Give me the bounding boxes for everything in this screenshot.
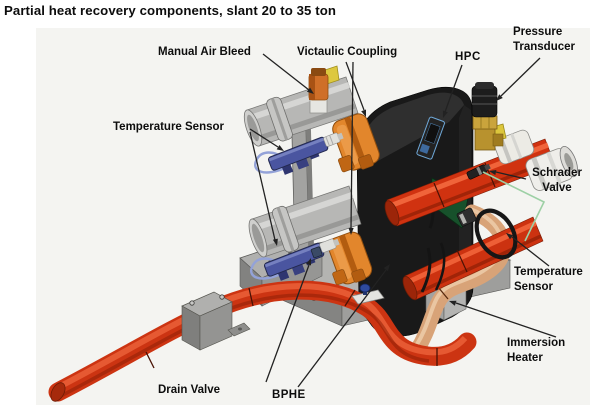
label-temperature-sensor-right: Temperature Sensor xyxy=(514,266,583,293)
copper-pipe-bottom xyxy=(48,280,477,402)
pipe-clamp xyxy=(181,291,251,351)
leader-victaulic-lower xyxy=(350,61,354,229)
gray-water-pipe-upper xyxy=(243,76,359,147)
pressure-transducer-device xyxy=(471,82,507,151)
leader-immersion-heater xyxy=(455,302,557,338)
label-victaulic-coupling: Victaulic Coupling xyxy=(297,46,398,58)
leader-schrader xyxy=(495,171,527,180)
leader-manual-air-bleed xyxy=(262,53,310,91)
label-temperature-sensor-left: Temperature Sensor xyxy=(113,121,224,133)
leader-temp-sensor-right xyxy=(511,236,550,267)
leader-temp-sensor-left-b xyxy=(249,131,276,241)
schrader-valve-stem xyxy=(466,163,491,180)
pipe-end-fitting xyxy=(525,146,578,191)
capillary-loop-upper xyxy=(254,151,288,174)
label-pressure-transducer: Pressure Transducer xyxy=(513,26,575,53)
hpc-sticker xyxy=(416,116,445,160)
leader-temp-sensor-left-a xyxy=(249,128,279,148)
gray-water-pipe-lower xyxy=(248,185,362,258)
leader-bphe xyxy=(297,269,387,388)
green-leader-line xyxy=(482,171,546,242)
label-bphe: BPHE xyxy=(272,389,306,401)
label-schrader-valve: Schrader Valve xyxy=(532,167,582,194)
temperature-sensor-probe xyxy=(456,207,518,260)
leader-pressure-transducer xyxy=(500,57,541,97)
capillary-loop-lower xyxy=(250,257,284,280)
label-hpc: HPC xyxy=(455,51,481,63)
drain-valve-fitting xyxy=(310,246,385,305)
leader-drain-valve xyxy=(265,264,310,383)
manual-air-bleed-valve xyxy=(308,65,340,114)
label-manual-air-bleed: Manual Air Bleed xyxy=(158,46,251,58)
temperature-sensor-lower-part xyxy=(263,238,340,281)
leader-hpc xyxy=(444,64,463,113)
label-drain-valve: Drain Valve xyxy=(158,384,221,396)
leader-victaulic-upper xyxy=(345,61,365,111)
victaulic-coupling-lower-part xyxy=(327,231,373,286)
leader-arrowheads xyxy=(272,87,514,306)
temperature-sensor-upper-part xyxy=(267,132,344,175)
leader-lines xyxy=(249,53,557,388)
label-immersion-heater: Immersion Heater xyxy=(507,337,566,364)
page-title: Partial heat recovery components, slant … xyxy=(4,3,337,18)
